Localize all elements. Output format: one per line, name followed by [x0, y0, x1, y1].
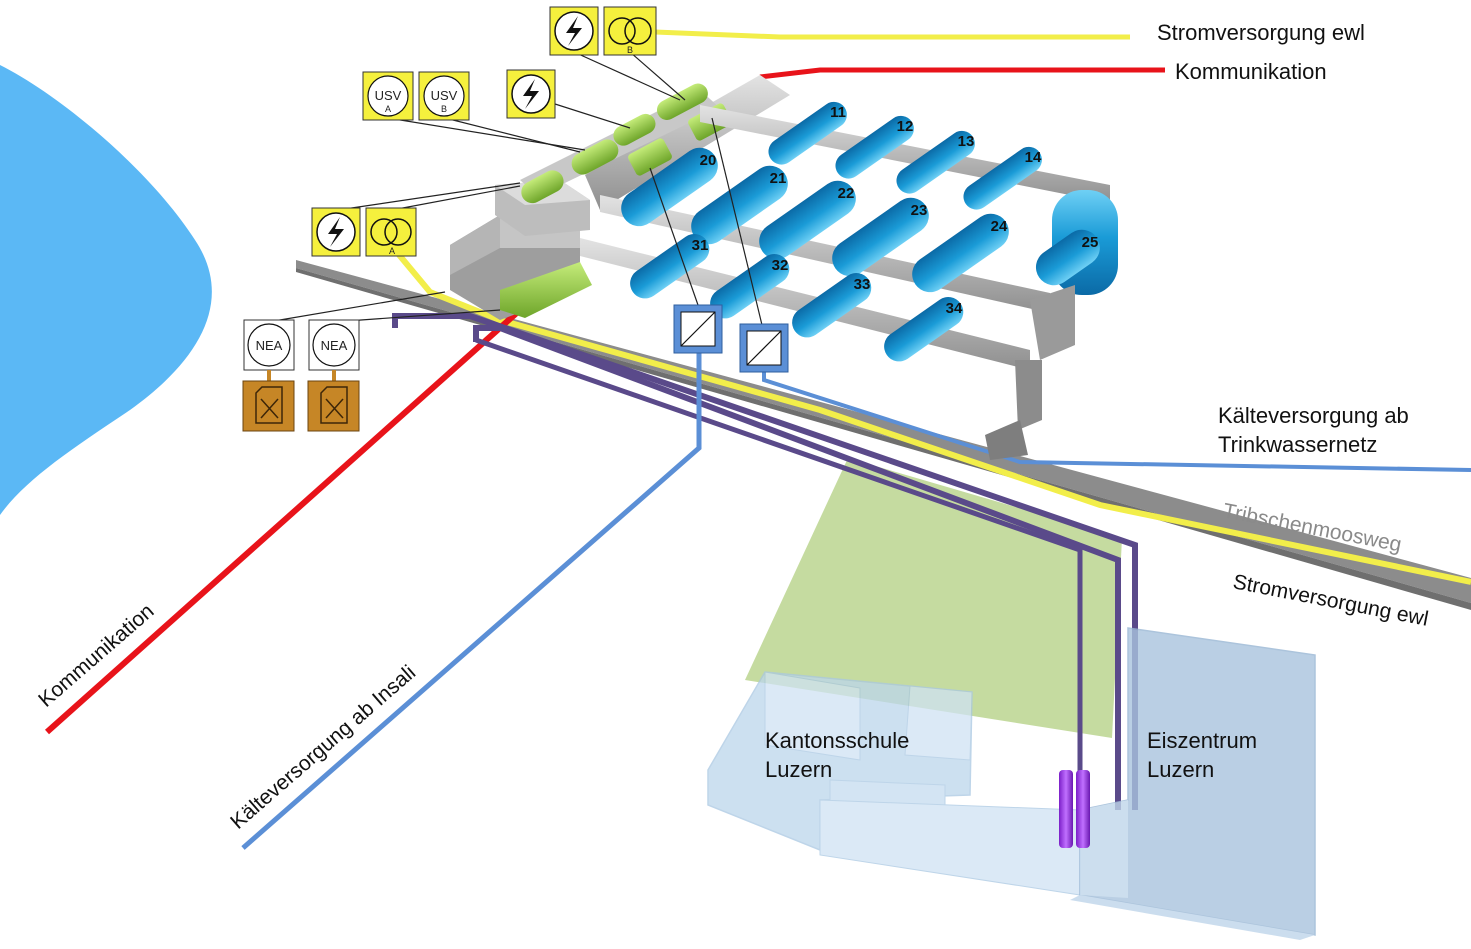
transformer-a-icon: A	[365, 207, 417, 257]
power-symbol-top	[549, 6, 599, 56]
rack-number-label: 34	[946, 300, 963, 317]
label-kantonsschule-2: Luzern	[765, 757, 832, 782]
communication-line-left	[45, 307, 522, 735]
svg-text:USV: USV	[431, 88, 458, 103]
rack-number-label: 33	[854, 276, 871, 293]
lake	[0, 65, 212, 515]
label-stromversorgung-top: Stromversorgung ewl	[1157, 20, 1365, 45]
svg-text:USV: USV	[375, 88, 402, 103]
svg-text:B: B	[627, 45, 633, 55]
communication-line-top	[759, 67, 1165, 80]
rack-cylinder: 33	[792, 273, 872, 338]
rack-number-label: 32	[772, 257, 789, 274]
rack-number-label: 31	[692, 237, 709, 254]
transformer-b-icon: B	[603, 6, 657, 56]
rack-number-label: 23	[911, 202, 928, 219]
heat-exchanger-1-icon	[673, 304, 723, 354]
rack-cylinder: 20	[621, 147, 718, 227]
label-kalte-trinkwasser-1: Kälteversorgung ab	[1218, 403, 1409, 428]
central-block-green	[500, 262, 592, 318]
power-line-main	[392, 248, 1471, 585]
rack-cylinder: 24	[912, 213, 1009, 293]
svg-text:NEA: NEA	[256, 338, 283, 353]
svg-text:A: A	[385, 104, 391, 114]
usv-a-icon: USV A	[362, 71, 414, 121]
rack-cylinder: 25	[1035, 229, 1100, 286]
heat-exchanger-2-icon	[739, 323, 789, 373]
label-kommunikation-top: Kommunikation	[1175, 59, 1327, 84]
gray-riser	[985, 285, 1075, 460]
rack-cylinder: 34	[884, 297, 964, 362]
district-line-inner	[473, 325, 1121, 810]
manifold-main	[585, 75, 790, 210]
label-kantonsschule-1: Kantonsschule	[765, 728, 909, 753]
rack-number-label: 20	[700, 152, 717, 169]
rack-cylinder: 32	[710, 254, 790, 319]
purple-shaft-1	[1059, 770, 1073, 848]
svg-text:B: B	[441, 104, 447, 114]
label-eiszentrum-1: Eiszentrum	[1147, 728, 1257, 753]
usv-b-icon: USV B	[418, 71, 470, 121]
label-kommunikation-left: Kommunikation	[34, 599, 158, 711]
cooling-line-insali	[241, 353, 702, 850]
purple-shaft-2	[1076, 770, 1090, 848]
rack-cylinder: 31	[630, 234, 710, 299]
svg-text:A: A	[389, 246, 395, 256]
label-kalte-insali: Kälteversorgung ab Insali	[226, 661, 420, 834]
rack-cylinder: 13	[896, 130, 975, 194]
rack-cylinder: 12	[835, 115, 914, 179]
power-symbol-mid	[506, 69, 556, 119]
rack-number-label: 21	[770, 170, 787, 187]
rack-cylinder: 11	[768, 101, 847, 165]
fuel-can-2-icon	[307, 380, 360, 432]
rack-number-label: 24	[991, 218, 1008, 235]
rack-cylinder: 14	[963, 146, 1042, 210]
rack-number-label: 14	[1025, 149, 1042, 166]
label-eiszentrum-2: Luzern	[1147, 757, 1214, 782]
label-kalte-trinkwasser-2: Trinkwassernetz	[1218, 432, 1377, 457]
rack-cylinder: 22	[759, 180, 856, 260]
road-shadow	[296, 268, 1471, 610]
rack-cylinder: 21	[691, 165, 788, 245]
rack-cylinders: 11 12 13 14 20 21 22 23 24 25 31 32 33 34	[621, 101, 1118, 362]
rack-number-label: 25	[1082, 234, 1099, 251]
power-line-top	[654, 29, 1130, 40]
building-eiszentrum	[1070, 627, 1316, 940]
district-line-outer-b	[475, 337, 1083, 810]
svg-text:NEA: NEA	[321, 338, 348, 353]
nea-2-icon: NEA	[308, 319, 360, 382]
rack-number-label: 12	[897, 118, 914, 135]
power-symbol-left	[311, 207, 361, 257]
rack-number-label: 11	[830, 104, 846, 121]
rack-number-label: 22	[838, 185, 855, 202]
nea-1-icon: NEA	[243, 319, 295, 382]
leader-lines	[267, 51, 763, 326]
fuel-can-1-icon	[242, 380, 295, 432]
rack-number-label: 13	[958, 133, 975, 150]
cooling-line-trinkwasser	[762, 372, 1471, 472]
rack-cylinder: 23	[832, 197, 929, 277]
